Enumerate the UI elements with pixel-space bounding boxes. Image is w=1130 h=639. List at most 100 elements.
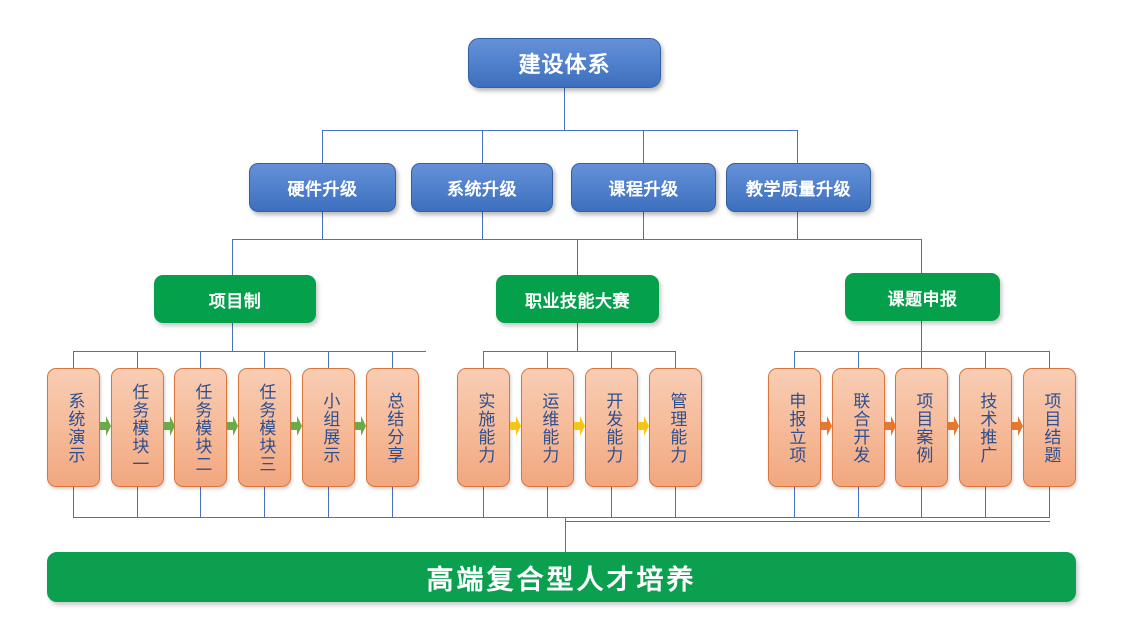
- node-level3-skills-competition-label: 职业技能大赛: [525, 291, 630, 312]
- connector-g3-drop-5: [1049, 351, 1050, 368]
- step-g1-6-label: 总结分享: [383, 391, 404, 464]
- connector-g3-drop-3: [921, 351, 922, 368]
- connector-level2-up-3: [643, 212, 644, 239]
- connector-g2-drop-2: [547, 351, 548, 368]
- connector-bottom-up-3: [200, 487, 201, 517]
- connector-g2-drop-1: [483, 351, 484, 368]
- arrow-g2-1: [510, 416, 521, 436]
- step-g1-3-label: 任务模块二: [191, 382, 212, 473]
- step-g3-3[interactable]: 项目案例: [895, 368, 948, 487]
- connector-bottom-up-14: [985, 487, 986, 517]
- connector-bottom-bus-upper: [73, 517, 1050, 518]
- connector-level2-up-4: [797, 212, 798, 239]
- connector-bottom-up-4: [264, 487, 265, 517]
- step-g2-3[interactable]: 开发能力: [585, 368, 638, 487]
- arrow-g1-4: [291, 416, 302, 436]
- node-footer-outcome[interactable]: 高端复合型人才培养: [47, 552, 1076, 602]
- step-g1-4-label: 任务模块三: [255, 382, 276, 473]
- connector-level2-drop-3: [643, 130, 644, 163]
- arrow-g2-3: [638, 416, 649, 436]
- arrow-g1-5: [355, 416, 366, 436]
- step-g1-3[interactable]: 任务模块二: [174, 368, 227, 487]
- step-g3-1[interactable]: 申报立项: [768, 368, 821, 487]
- step-g3-4[interactable]: 技术推广: [959, 368, 1012, 487]
- connector-g2-stem: [577, 323, 578, 351]
- step-g1-1[interactable]: 系统演示: [47, 368, 100, 487]
- node-level2-hardware-label: 硬件升级: [287, 180, 358, 200]
- step-g1-5-label: 小组展示: [319, 391, 340, 464]
- node-root[interactable]: 建设体系: [468, 38, 661, 88]
- node-level3-research-application-label: 课题申报: [887, 289, 958, 310]
- node-level3-project-system-label: 项目制: [208, 291, 262, 312]
- arrow-g2-2: [574, 416, 585, 436]
- connector-level2-up-2: [482, 212, 483, 239]
- connector-g1-drop-3: [200, 351, 201, 368]
- connector-g1-drop-2: [137, 351, 138, 368]
- connector-bottom-up-10: [675, 487, 676, 517]
- step-g3-2[interactable]: 联合开发: [832, 368, 885, 487]
- node-level2-teaching-quality[interactable]: 教学质量升级: [726, 163, 871, 212]
- connector-bottom-up-11: [794, 487, 795, 517]
- connector-g2-drop-3: [611, 351, 612, 368]
- connector-g2-drop-4: [675, 351, 676, 368]
- node-level2-system-label: 系统升级: [447, 180, 517, 200]
- node-level2-curriculum[interactable]: 课程升级: [571, 163, 716, 212]
- step-g1-6[interactable]: 总结分享: [366, 368, 419, 487]
- node-level3-project-system[interactable]: 项目制: [154, 275, 316, 323]
- step-g3-2-label: 联合开发: [849, 391, 870, 464]
- connector-bottom-up-13: [921, 487, 922, 517]
- connector-bus-level2: [322, 130, 798, 131]
- step-g3-5-label: 项目结题: [1040, 391, 1061, 464]
- connector-root-down: [564, 88, 565, 130]
- step-g1-1-label: 系统演示: [64, 391, 85, 464]
- step-g2-3-label: 开发能力: [602, 391, 623, 464]
- step-g1-4[interactable]: 任务模块三: [238, 368, 291, 487]
- connector-bottom-up-15: [1049, 487, 1050, 517]
- step-g1-2[interactable]: 任务模块一: [111, 368, 164, 487]
- step-g2-1-label: 实施能力: [474, 391, 495, 464]
- connector-bottom-up-12: [858, 487, 859, 517]
- arrow-g3-2: [885, 416, 896, 436]
- node-footer-outcome-label: 高端复合型人才培养: [426, 564, 697, 596]
- connector-bottom-up-5: [328, 487, 329, 517]
- step-g2-4-label: 管理能力: [666, 391, 687, 464]
- connector-level3-drop-1: [232, 239, 233, 275]
- node-level2-hardware[interactable]: 硬件升级: [249, 163, 396, 212]
- node-level2-system[interactable]: 系统升级: [411, 163, 553, 212]
- connector-bottom-up-6: [392, 487, 393, 517]
- step-g3-4-label: 技术推广: [976, 391, 997, 464]
- connector-bottom-up-1: [73, 487, 74, 517]
- connector-g3-stem: [921, 321, 922, 351]
- node-root-label: 建设体系: [518, 53, 611, 78]
- connector-g3-drop-4: [985, 351, 986, 368]
- step-g1-5[interactable]: 小组展示: [302, 368, 355, 487]
- arrow-g1-1: [100, 416, 111, 436]
- connector-g1-drop-6: [392, 351, 393, 368]
- connector-g2-bus: [483, 351, 675, 352]
- connector-g1-drop-1: [73, 351, 74, 368]
- step-g2-2[interactable]: 运维能力: [521, 368, 574, 487]
- step-g3-5[interactable]: 项目结题: [1023, 368, 1076, 487]
- connector-level2-drop-2: [482, 130, 483, 163]
- step-g2-4[interactable]: 管理能力: [649, 368, 702, 487]
- connector-footer-stem: [565, 517, 566, 553]
- connector-g1-stem: [232, 323, 233, 351]
- connector-level2-drop-4: [797, 130, 798, 163]
- connector-g1-drop-4: [264, 351, 265, 368]
- connector-g3-drop-2: [858, 351, 859, 368]
- connector-bottom-up-9: [611, 487, 612, 517]
- node-level2-teaching-quality-label: 教学质量升级: [746, 180, 851, 200]
- step-g2-2-label: 运维能力: [538, 391, 559, 464]
- node-level3-skills-competition[interactable]: 职业技能大赛: [496, 275, 659, 323]
- node-level2-curriculum-label: 课程升级: [608, 180, 679, 200]
- connector-level3-drop-2: [577, 239, 578, 275]
- step-g2-1[interactable]: 实施能力: [457, 368, 510, 487]
- step-g1-2-label: 任务模块一: [128, 382, 149, 473]
- node-level3-research-application[interactable]: 课题申报: [845, 273, 1000, 321]
- connector-bottom-up-2: [137, 487, 138, 517]
- connector-bottom-bus-lower: [565, 521, 1050, 522]
- connector-level3-drop-3: [921, 239, 922, 275]
- connector-g3-drop-1: [794, 351, 795, 368]
- connector-level2-drop-1: [322, 130, 323, 163]
